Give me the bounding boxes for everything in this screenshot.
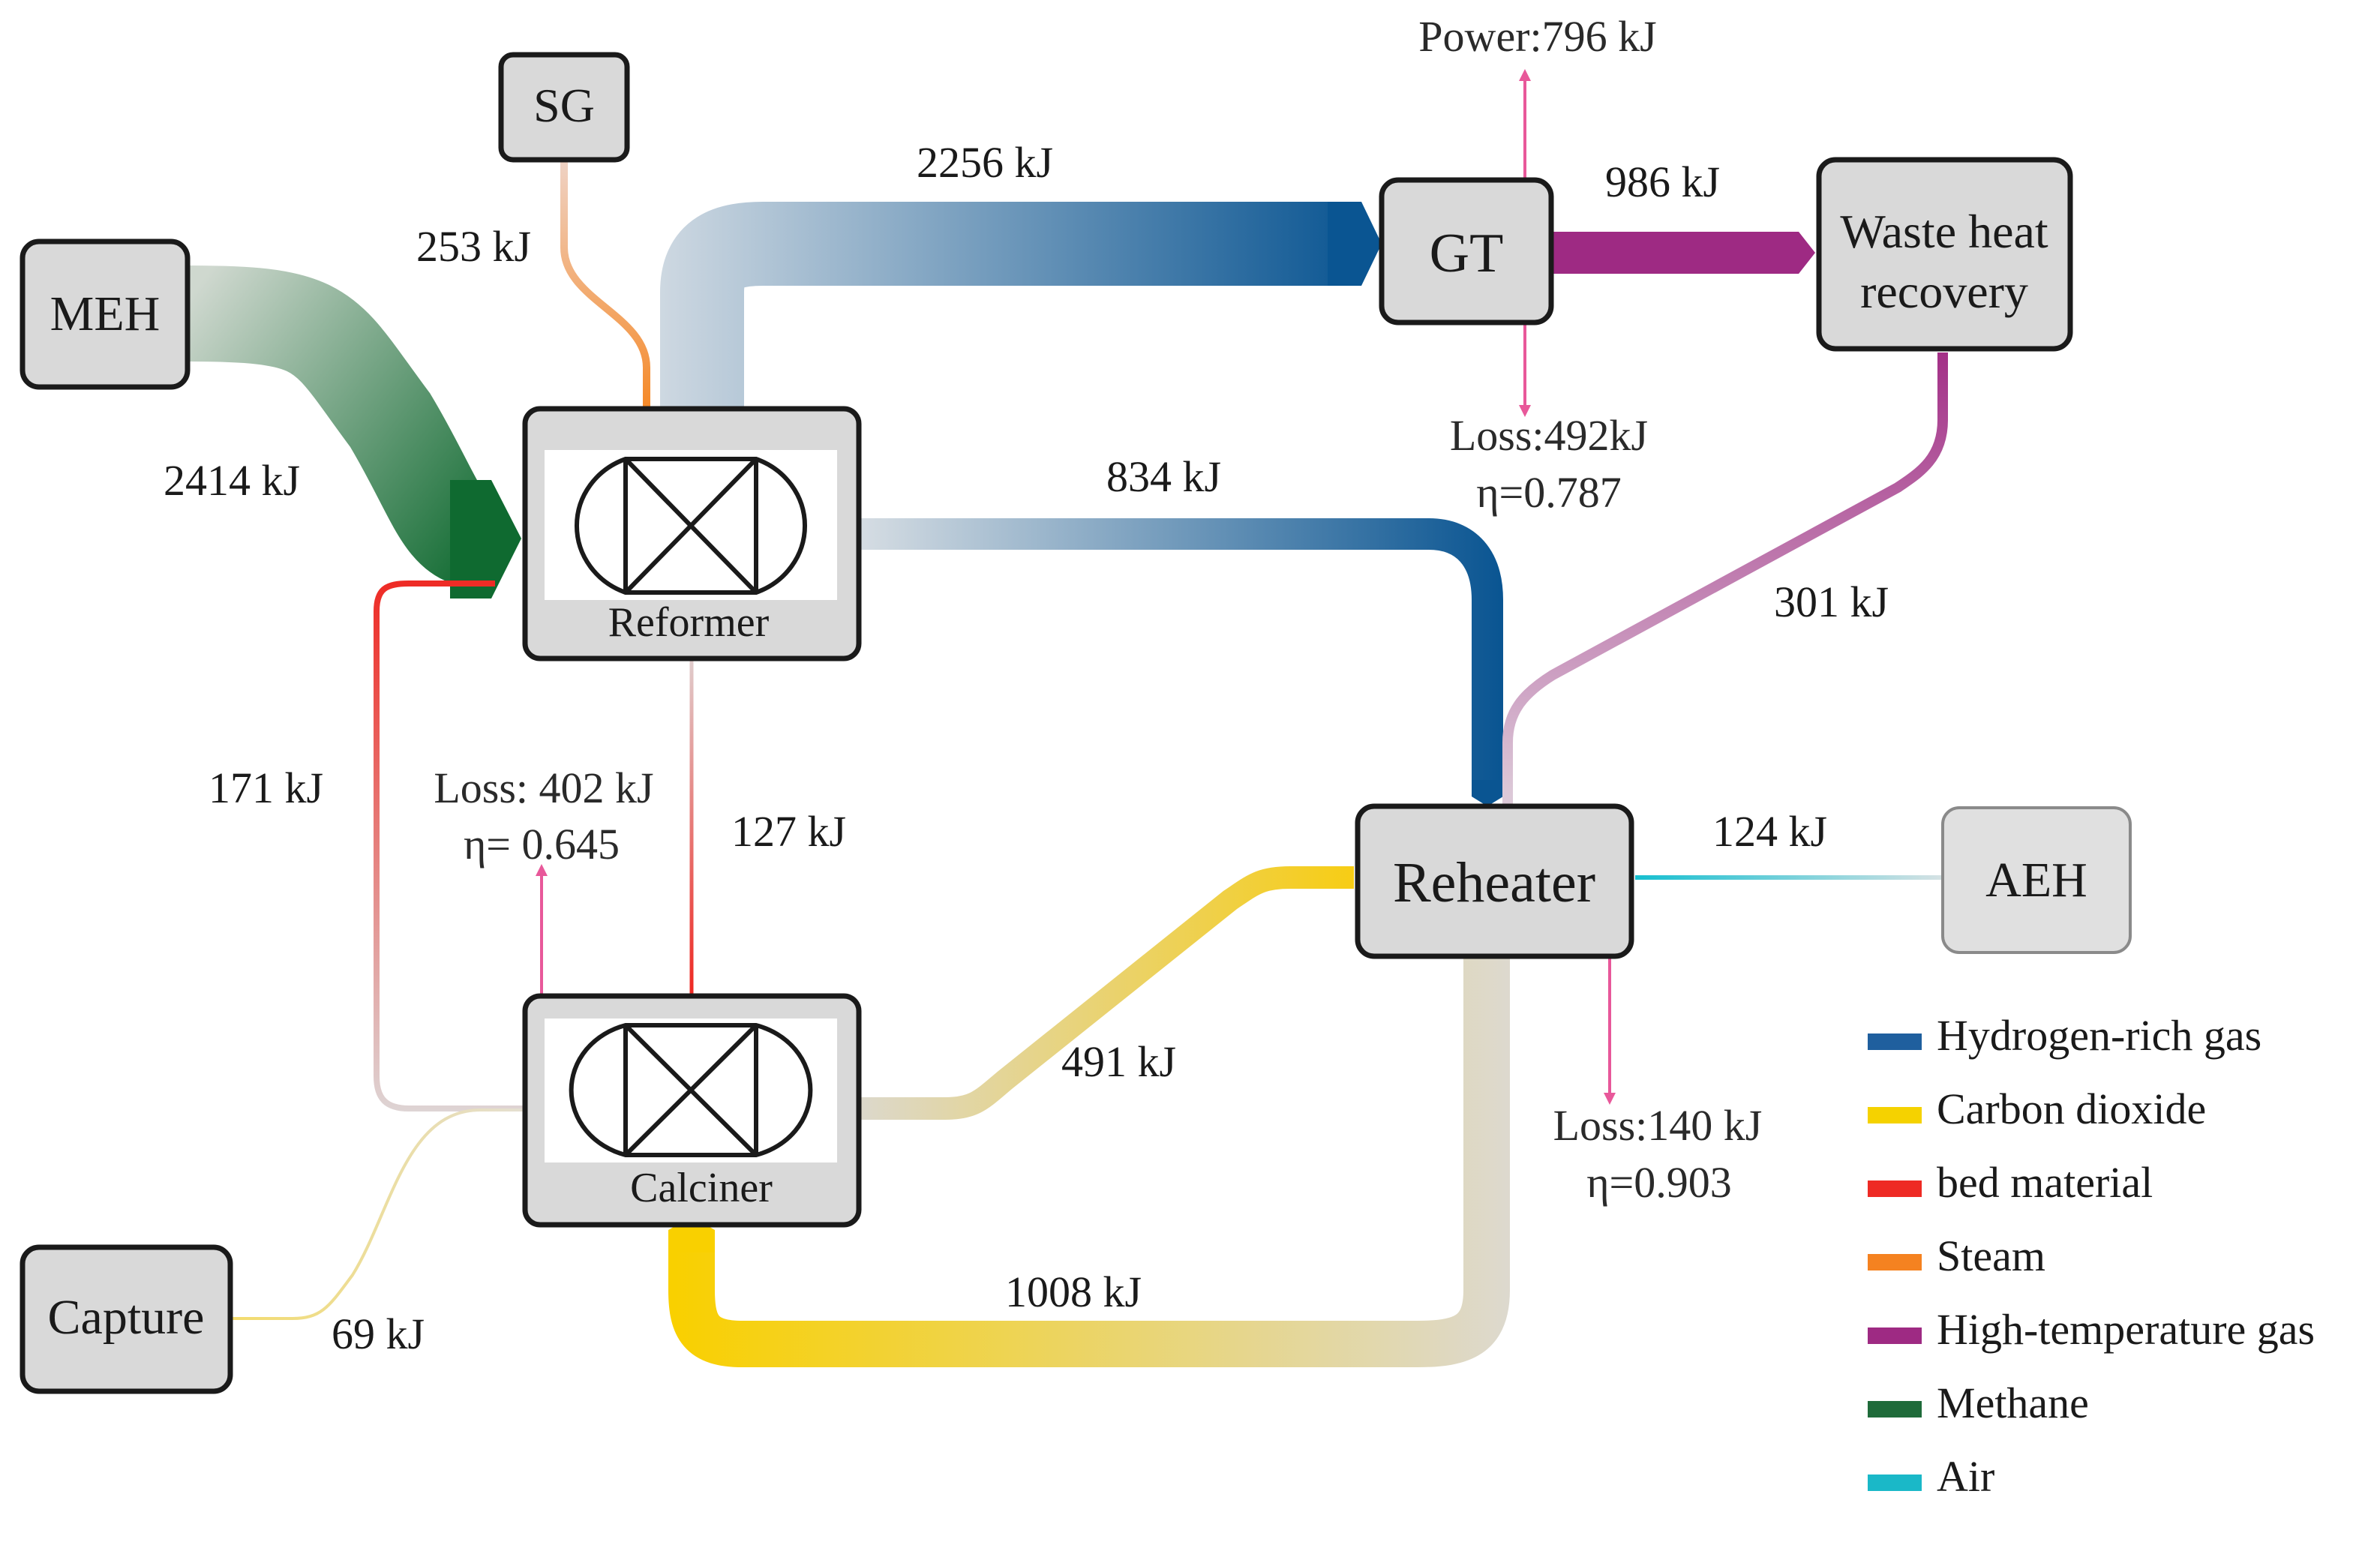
node-meh-label: MEH: [50, 286, 161, 341]
gt-eta-text: η=0.787: [1476, 468, 1622, 517]
reheater-eta-text: η=0.903: [1586, 1158, 1732, 1207]
flows: [187, 161, 1948, 1367]
node-aeh-label: AEH: [1985, 853, 2087, 908]
legend-label: Steam: [1937, 1232, 2045, 1280]
flow-capture: [230, 1108, 525, 1320]
label-gt-to-whr: 986 kJ: [1605, 158, 1720, 206]
gt-power-text: Power:796 kJ: [1418, 12, 1656, 61]
legend-item: Methane: [1868, 1378, 2089, 1427]
calciner-eta-text: η= 0.645: [464, 820, 620, 868]
node-reheater: Reheater: [1355, 803, 1634, 959]
node-reformer-label: Reformer: [608, 599, 770, 646]
legend-label: High-temperature gas: [1937, 1305, 2315, 1354]
legend-label: Methane: [1937, 1378, 2089, 1427]
label-bed-left: 171 kJ: [209, 764, 323, 812]
legend-item: High-temperature gas: [1868, 1305, 2315, 1354]
node-aeh: AEH: [1941, 806, 2132, 954]
node-whr-label-line2: recovery: [1860, 265, 2028, 318]
legend-label: Hydrogen-rich gas: [1937, 1011, 2261, 1060]
node-calciner: Calciner: [522, 993, 862, 1228]
legend-swatch: [1868, 1474, 1922, 1491]
flow-methane-arrowhead: [450, 480, 521, 598]
calciner-loss-text: Loss: 402 kJ: [434, 764, 653, 812]
flow-gt-to-whr-arrowhead: [1774, 232, 1815, 274]
flow-methane: [187, 266, 490, 588]
node-calciner-label: Calciner: [630, 1165, 773, 1211]
label-whr-to-reheater: 301 kJ: [1774, 578, 1889, 626]
legend-swatch: [1868, 1401, 1922, 1418]
node-gt-label: GT: [1430, 223, 1504, 284]
legend-swatch: [1868, 1034, 1922, 1050]
legend-swatch: [1868, 1107, 1922, 1124]
legend-swatch: [1868, 1254, 1922, 1270]
reheater-loss-text: Loss:140 kJ: [1553, 1101, 1763, 1150]
node-sg-label: SG: [533, 79, 595, 132]
flow-co2-calciner-to-reheater: [859, 866, 1354, 1120]
flow-bed-calciner-to-reformer: [374, 580, 525, 1112]
node-sg: SG: [498, 52, 630, 163]
gt-loss-text: Loss:492kJ: [1450, 411, 1648, 460]
flow-whr-to-reheater: [1502, 352, 1948, 806]
legend-swatch: [1868, 1180, 1922, 1197]
label-reformer-to-gt: 2256 kJ: [917, 138, 1053, 187]
label-reheater-to-calciner: 1008 kJ: [1005, 1268, 1142, 1316]
node-waste-heat-recovery: Waste heat recovery: [1816, 157, 2073, 352]
flow-hydrogen-to-gt-arrowhead: [1328, 202, 1382, 286]
legend-label: Air: [1937, 1452, 1994, 1501]
node-capture-label: Capture: [48, 1290, 205, 1345]
legend-swatch: [1868, 1328, 1922, 1344]
legend-label: bed material: [1937, 1158, 2153, 1207]
label-calciner-to-reheater: 491 kJ: [1061, 1037, 1176, 1086]
legend-item: bed material: [1868, 1158, 2153, 1207]
flow-hydrogen-to-reheater: [859, 518, 1503, 784]
label-sg-to-reformer: 253 kJ: [416, 222, 531, 271]
flow-hydrogen-to-gt: [660, 202, 1335, 409]
legend-item: Carbon dioxide: [1868, 1084, 2206, 1133]
label-reformer-to-reheater: 834 kJ: [1106, 452, 1221, 501]
node-capture: Capture: [20, 1244, 233, 1394]
legend-item: Air: [1868, 1452, 1994, 1501]
annotations: Power:796 kJ Loss:492kJ η=0.787 Loss: 40…: [434, 12, 1762, 1207]
node-meh: MEH: [20, 238, 191, 390]
label-meh-to-reformer: 2414 kJ: [164, 456, 300, 505]
label-bed-middle: 127 kJ: [731, 807, 846, 856]
loss-arrows: [536, 69, 1616, 1105]
flow-steam: [560, 161, 650, 409]
legend-item: Hydrogen-rich gas: [1868, 1011, 2261, 1060]
label-aeh-to-reheater: 124 kJ: [1712, 807, 1827, 856]
node-reheater-label: Reheater: [1393, 851, 1595, 914]
flow-co2-reheater-to-calciner: [668, 958, 1510, 1367]
flow-labels: 2414 kJ 253 kJ 2256 kJ 986 kJ 834 kJ 301…: [164, 138, 1889, 1358]
label-capture: 69 kJ: [332, 1310, 425, 1358]
legend-item: Steam: [1868, 1232, 2045, 1280]
flow-hydrogen-to-reheater-arrowhead: [1472, 780, 1503, 806]
legend-label: Carbon dioxide: [1937, 1084, 2206, 1133]
node-gt: GT: [1379, 177, 1554, 326]
node-reformer: Reformer: [522, 406, 862, 662]
node-whr-label-line1: Waste heat: [1840, 205, 2048, 258]
